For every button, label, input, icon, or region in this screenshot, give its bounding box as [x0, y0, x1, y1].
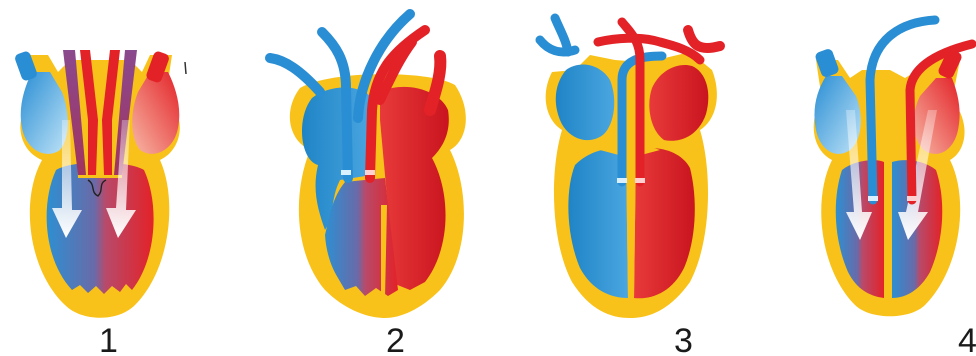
heart-4-cap-1: [868, 196, 878, 201]
heart-2-label: 2: [386, 322, 405, 356]
heart-1-edge-mark: [185, 62, 186, 74]
heart-2: [270, 14, 466, 318]
heart-4: [814, 20, 972, 316]
heart-3-cap-2: [635, 178, 645, 183]
heart-4-septum: [884, 130, 892, 300]
heart-1-label: 1: [99, 322, 118, 356]
heart-3-cap-1: [617, 178, 627, 183]
heart-2-cap-1: [341, 170, 351, 175]
heart-4-cap-2: [907, 196, 917, 201]
heart-3: [540, 18, 720, 318]
heart-3-label: 3: [674, 322, 693, 356]
heart-4-label: 4: [958, 322, 976, 356]
heart-2-cap-2: [365, 170, 375, 175]
heart-2-vein-left: [270, 58, 320, 92]
heart-3-vein-right: [688, 30, 720, 48]
heart-1: [14, 50, 186, 318]
